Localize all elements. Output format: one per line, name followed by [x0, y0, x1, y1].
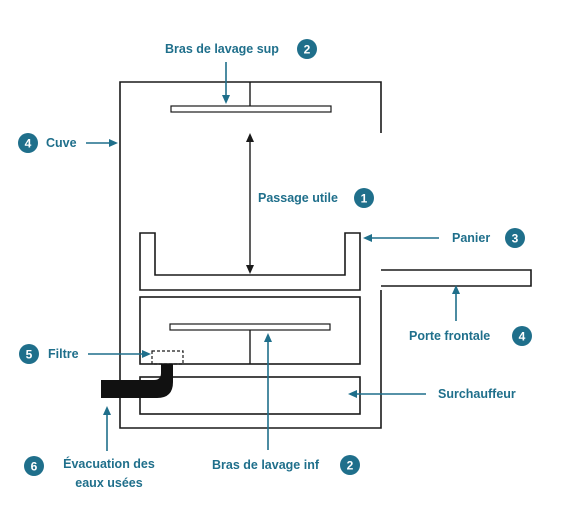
label-useful-passage: Passage utile 1	[258, 188, 374, 208]
lower-arm-badge	[340, 455, 360, 475]
useful-passage-number: 1	[361, 192, 368, 206]
drain-pipe	[101, 364, 173, 398]
label-drain: 6 Évacuation des eaux usées	[24, 456, 155, 490]
tank-badge	[18, 133, 38, 153]
label-basket: Panier 3	[452, 228, 525, 248]
useful-passage-badge	[354, 188, 374, 208]
filter-box	[151, 350, 184, 365]
drain-text-line2: eaux usées	[75, 476, 142, 490]
drain-text-line1: Évacuation des	[63, 456, 155, 471]
front-door-outline	[381, 269, 532, 287]
upper-wash-arm	[170, 82, 332, 113]
useful-passage-text: Passage utile	[258, 191, 338, 205]
label-booster-heater: Surchauffeur	[438, 387, 516, 401]
upper-arm-pointer	[222, 62, 230, 104]
upper-arm-number: 2	[304, 43, 311, 57]
basket-pointer	[363, 234, 439, 242]
tank-text: Cuve	[46, 136, 77, 150]
filter-number: 5	[26, 348, 33, 362]
front-door-text: Porte frontale	[409, 329, 490, 343]
label-tank: 4 Cuve	[18, 133, 77, 153]
upper-arm-badge	[297, 39, 317, 59]
basket-badge	[505, 228, 525, 248]
tank-number: 4	[25, 137, 32, 151]
label-filter: 5 Filtre	[19, 344, 79, 364]
filter-badge	[19, 344, 39, 364]
basket-text: Panier	[452, 231, 490, 245]
lower-wash-arm	[169, 323, 331, 364]
tank-outline	[119, 81, 382, 429]
drain-number: 6	[31, 460, 38, 474]
booster-heater-pointer	[348, 390, 426, 398]
filter-pointer	[88, 350, 151, 358]
basket-number: 3	[512, 232, 519, 246]
useful-passage-arrow	[246, 133, 254, 274]
lower-arm-pointer	[264, 333, 272, 450]
front-door-badge	[512, 326, 532, 346]
drain-badge	[24, 456, 44, 476]
booster-heater-text: Surchauffeur	[438, 387, 516, 401]
basket-outline	[139, 232, 361, 291]
drain-pointer	[103, 406, 111, 451]
front-door-number: 4	[519, 330, 526, 344]
label-lower-arm: Bras de lavage inf 2	[212, 455, 360, 475]
upper-arm-text: Bras de lavage sup	[165, 42, 279, 56]
filter-text: Filtre	[48, 347, 79, 361]
tank-pointer	[86, 139, 118, 147]
booster-heater-box	[139, 376, 361, 415]
lower-arm-number: 2	[347, 459, 354, 473]
lower-arm-text: Bras de lavage inf	[212, 458, 320, 472]
label-front-door: Porte frontale 4	[409, 326, 532, 346]
front-door-pointer	[452, 285, 460, 321]
label-upper-arm: Bras de lavage sup 2	[165, 39, 317, 59]
